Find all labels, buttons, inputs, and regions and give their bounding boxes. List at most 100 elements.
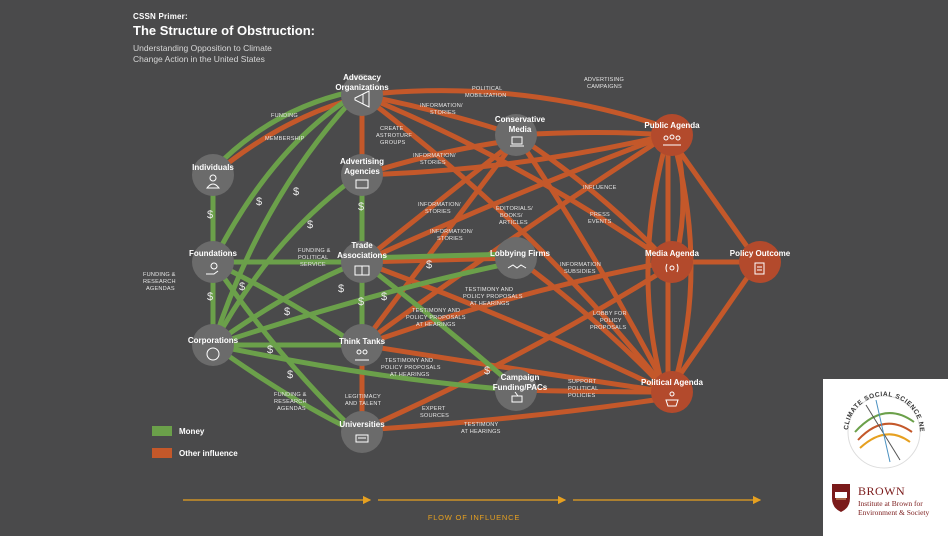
node-policy-outcome[interactable]: Policy Outcome <box>730 241 791 283</box>
svg-text:SOURCES: SOURCES <box>420 413 449 419</box>
document-icon <box>754 262 765 275</box>
edge-corporations-campaign <box>210 342 519 393</box>
node-universities[interactable]: Universities <box>339 411 385 453</box>
node-media-agenda[interactable]: Media Agenda <box>645 241 700 283</box>
node-corporations[interactable]: Corporations <box>188 324 239 366</box>
dollar-3: $ <box>307 219 313 231</box>
edge-think-conservative <box>359 137 519 348</box>
dollar-4: $ <box>358 201 364 213</box>
svg-text:RESEARCH: RESEARCH <box>143 279 176 285</box>
svg-text:AT HEARINGS: AT HEARINGS <box>461 429 501 435</box>
node-advocacy[interactable]: Advocacy Organizations <box>335 73 389 116</box>
edge-corporations-lobbying <box>210 259 519 348</box>
brown-logo-text: BROWN Institute at Brown for Environment… <box>858 484 929 517</box>
node-public-agenda[interactable]: Public Agenda <box>644 114 700 156</box>
legend-money-label: Money <box>179 426 205 436</box>
svg-text:EVENTS: EVENTS <box>588 219 612 225</box>
flow-of-influence-label: FLOW OF INFLUENCE <box>427 513 521 522</box>
svg-text:Foundations: Foundations <box>189 249 238 258</box>
svg-text:POLITICAL: POLITICAL <box>568 386 598 392</box>
edge-universities-media <box>359 265 671 433</box>
person-icon <box>205 174 221 189</box>
svg-text:Individuals: Individuals <box>192 163 234 172</box>
svg-text:INFLUENCE: INFLUENCE <box>583 185 617 191</box>
svg-text:TESTIMONY: TESTIMONY <box>464 422 499 428</box>
edge-foundations-advocacy <box>210 95 353 265</box>
svg-text:SERVICE: SERVICE <box>300 262 326 268</box>
svg-text:GROUPS: GROUPS <box>380 140 406 146</box>
svg-text:POLICY PROPOSALS: POLICY PROPOSALS <box>381 365 441 371</box>
node-lobbying[interactable]: Lobbying Firms <box>490 237 551 279</box>
dollar-12: $ <box>426 259 432 271</box>
svg-text:TESTIMONY AND: TESTIMONY AND <box>385 358 433 364</box>
primer-kicker: CSSN Primer: <box>133 12 188 21</box>
svg-text:AT HEARINGS: AT HEARINGS <box>390 372 430 378</box>
node-campaign[interactable]: Campaign Funding/PACs <box>493 369 548 411</box>
svg-text:Think Tanks: Think Tanks <box>339 337 386 346</box>
svg-text:Agencies: Agencies <box>344 167 380 176</box>
svg-text:EDITORIALS/: EDITORIALS/ <box>496 206 533 212</box>
dollar-8: $ <box>284 306 290 318</box>
svg-text:Corporations: Corporations <box>188 336 239 345</box>
svg-text:POLICY PROPOSALS: POLICY PROPOSALS <box>463 294 523 300</box>
edge-public-political <box>645 132 671 395</box>
node-trade[interactable]: Trade Associations <box>337 241 387 283</box>
svg-text:INFORMATION/: INFORMATION/ <box>420 103 463 109</box>
svg-text:STORIES: STORIES <box>430 110 456 116</box>
edge-advocacy-political <box>359 92 671 395</box>
crowd-icon <box>663 134 681 146</box>
node-advertising[interactable]: Advertising Agencies <box>340 154 384 196</box>
svg-text:AND TALENT: AND TALENT <box>345 401 382 407</box>
svg-text:POLICIES: POLICIES <box>568 393 595 399</box>
edge-conservative-political <box>513 132 671 395</box>
dollar-markers: $ $ $ $ $ $ $ $ $ $ $ $ $ $ $ <box>207 186 490 381</box>
building-icon <box>355 434 369 443</box>
edge-lobbying-political <box>513 255 671 395</box>
brown-name: BROWN <box>858 484 906 498</box>
node-conservative-media[interactable]: Conservative Media <box>495 114 546 156</box>
gear-dollar-icon <box>206 347 220 361</box>
edge-labels: FUNDING MEMBERSHIP CREATE ASTROTURF GROU… <box>143 77 627 435</box>
people-icon <box>355 349 369 361</box>
edge-corporations-trade <box>210 262 355 348</box>
dollar-2: $ <box>293 186 299 198</box>
edge-trade-campaign <box>359 259 519 391</box>
edge-corporations-advertising <box>210 177 355 348</box>
svg-text:Political Agenda: Political Agenda <box>641 378 703 387</box>
edge-foundations-universities <box>210 259 355 431</box>
svg-text:Lobbying Firms: Lobbying Firms <box>490 249 551 258</box>
node-political-agenda[interactable]: Political Agenda <box>641 371 704 413</box>
node-think-tanks[interactable]: Think Tanks <box>339 324 386 366</box>
svg-text:MOBILIZATION: MOBILIZATION <box>465 93 506 99</box>
svg-text:Trade: Trade <box>351 241 373 250</box>
edge-advocacy-media <box>359 92 671 265</box>
svg-text:Conservative: Conservative <box>495 115 546 124</box>
node-foundations[interactable]: Foundations <box>189 241 238 283</box>
legend-money: Money <box>152 426 238 436</box>
dollar-14: $ <box>287 369 293 381</box>
influence-swatch <box>152 448 172 458</box>
laptop-icon <box>510 136 524 147</box>
edge-trade-public <box>359 132 671 265</box>
dollar-5: $ <box>207 209 213 221</box>
svg-text:Media: Media <box>509 125 532 134</box>
svg-text:INFORMATION/: INFORMATION/ <box>413 153 456 159</box>
edge-public-policy <box>665 132 761 265</box>
svg-text:STORIES: STORIES <box>425 209 451 215</box>
svg-text:AGENDAS: AGENDAS <box>146 286 175 292</box>
edge-trade-political <box>359 259 671 395</box>
svg-text:MEMBERSHIP: MEMBERSHIP <box>265 136 305 142</box>
svg-text:LEGITIMACY: LEGITIMACY <box>345 394 381 400</box>
svg-text:ASTROTURF: ASTROTURF <box>376 133 412 139</box>
page-subtitle: Understanding Opposition to Climate Chan… <box>133 43 272 64</box>
svg-text:FUNDING &: FUNDING & <box>274 392 307 398</box>
node-individuals[interactable]: Individuals <box>192 154 234 196</box>
svg-text:PRESS: PRESS <box>590 212 610 218</box>
svg-text:TESTIMONY AND: TESTIMONY AND <box>412 308 460 314</box>
svg-text:Advocacy: Advocacy <box>343 73 381 82</box>
svg-text:FUNDING: FUNDING <box>271 113 298 119</box>
svg-text:POLICY: POLICY <box>600 318 622 324</box>
dollar-9: $ <box>338 283 344 295</box>
megaphone-icon <box>354 90 370 108</box>
